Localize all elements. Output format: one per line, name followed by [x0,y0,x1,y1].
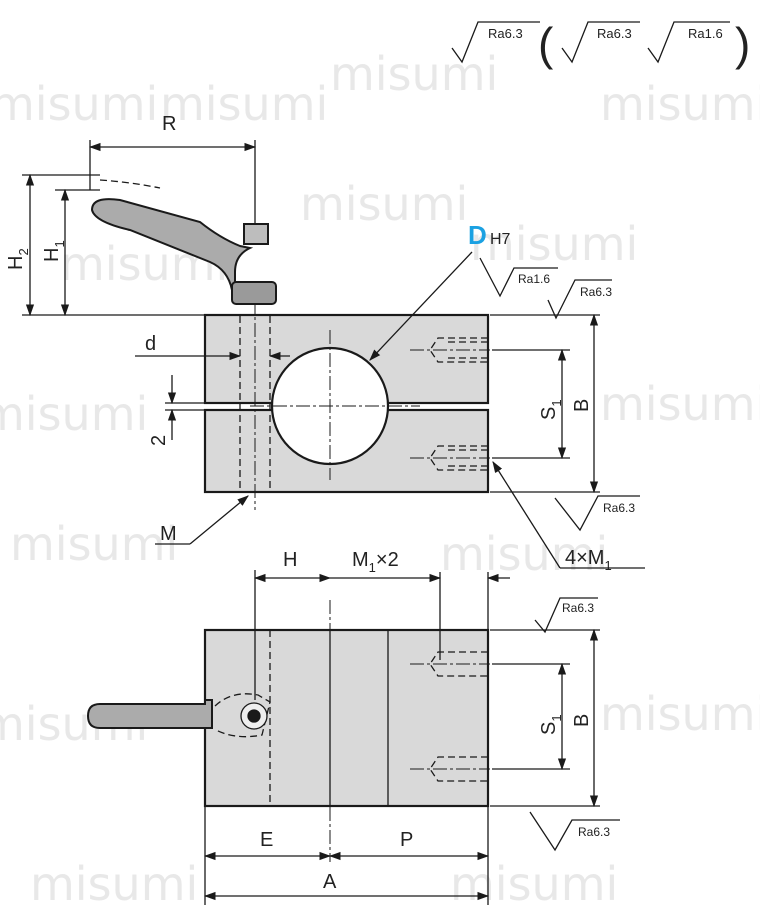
lever-head-hidden [214,693,271,738]
dim-B-top: B [571,399,593,412]
watermark-text: misumi [10,517,178,571]
finish-main: Ra6.3 [488,26,523,41]
watermark-text: misumi [0,387,148,441]
finish-symbol-icon [547,279,612,320]
plan-view [86,600,490,862]
finish-bore: Ra1.6 [518,272,550,286]
watermark-text: misumi [470,217,638,271]
front-view [90,179,490,510]
finish-side-2: Ra6.3 [603,501,635,515]
watermark-text: misumi [0,77,158,131]
leader-M1-tap [492,461,561,569]
dim-M: M [160,523,177,545]
finish-symbol-icon [479,257,558,298]
watermark-text: misumi [30,857,198,911]
watermark-text: misumi [160,77,328,131]
finish-symbol-icon [534,597,598,634]
dim-R: R [162,113,176,135]
watermark-text: misumi [600,77,760,131]
lever-base [231,281,277,305]
plan-tapped-hole-lower [410,756,490,782]
watermark-text: misumi [600,377,760,431]
finish-symbol-icon [561,21,640,64]
front-dimensions: R H2 H1 D H7 Ra1.6 Ra6.3 d 2 [5,113,645,573]
dim-H2: H2 [5,248,31,270]
finish-symbol-icon [451,21,540,64]
lever-arm [90,198,254,301]
watermark-text: misumi [600,687,760,741]
dim-P: P [400,829,413,851]
watermark-text: misumi [330,47,498,101]
finish-paren-1: Ra6.3 [597,26,632,41]
finish-symbol-icon [554,495,640,532]
paren-open: ( [538,18,554,70]
dim-d: d [145,333,156,355]
finish-side-1: Ra6.3 [580,285,612,299]
dim-D-tolerance: H7 [490,231,511,248]
surface-finish-header: Ra6.3 ( Ra6.3 Ra1.6 ) [451,18,750,70]
dim-slit: 2 [148,435,170,446]
finish-side-4: Ra6.3 [578,825,610,839]
dim-A: A [323,871,337,893]
tapped-hole-upper [410,337,490,363]
dim-M1x2: M1×2 [352,549,399,575]
dim-B-bottom: B [571,714,593,727]
dim-S1-bottom: S1 [538,714,564,735]
finish-side-3: Ra6.3 [562,601,594,615]
dim-H: H [283,549,297,571]
dim-M1-tap: 4×M1 [565,547,612,573]
dim-H1: H1 [41,240,67,262]
plan-tapped-hole-upper [410,651,490,677]
leader-D [369,251,473,361]
paren-close: ) [735,18,750,70]
watermark-text: misumi [440,527,608,581]
watermark-text: misumi [450,857,618,911]
leader-M [189,495,249,545]
watermark-text: misumi [300,177,468,231]
dim-S1-top: S1 [538,399,564,420]
lever-cap [243,223,269,245]
finish-symbol-icon [529,811,620,852]
dim-D: D [468,220,487,250]
plan-lever [86,699,213,729]
dim-E: E [260,829,273,851]
lever-swing-hidden [99,179,161,189]
finish-symbol-icon [647,21,730,64]
plan-dimensions: H M1×2 Ra6.3 S1 B Ra6.3 E P A [203,549,620,905]
tapped-hole-lower [410,445,490,471]
finish-paren-2: Ra1.6 [688,26,723,41]
